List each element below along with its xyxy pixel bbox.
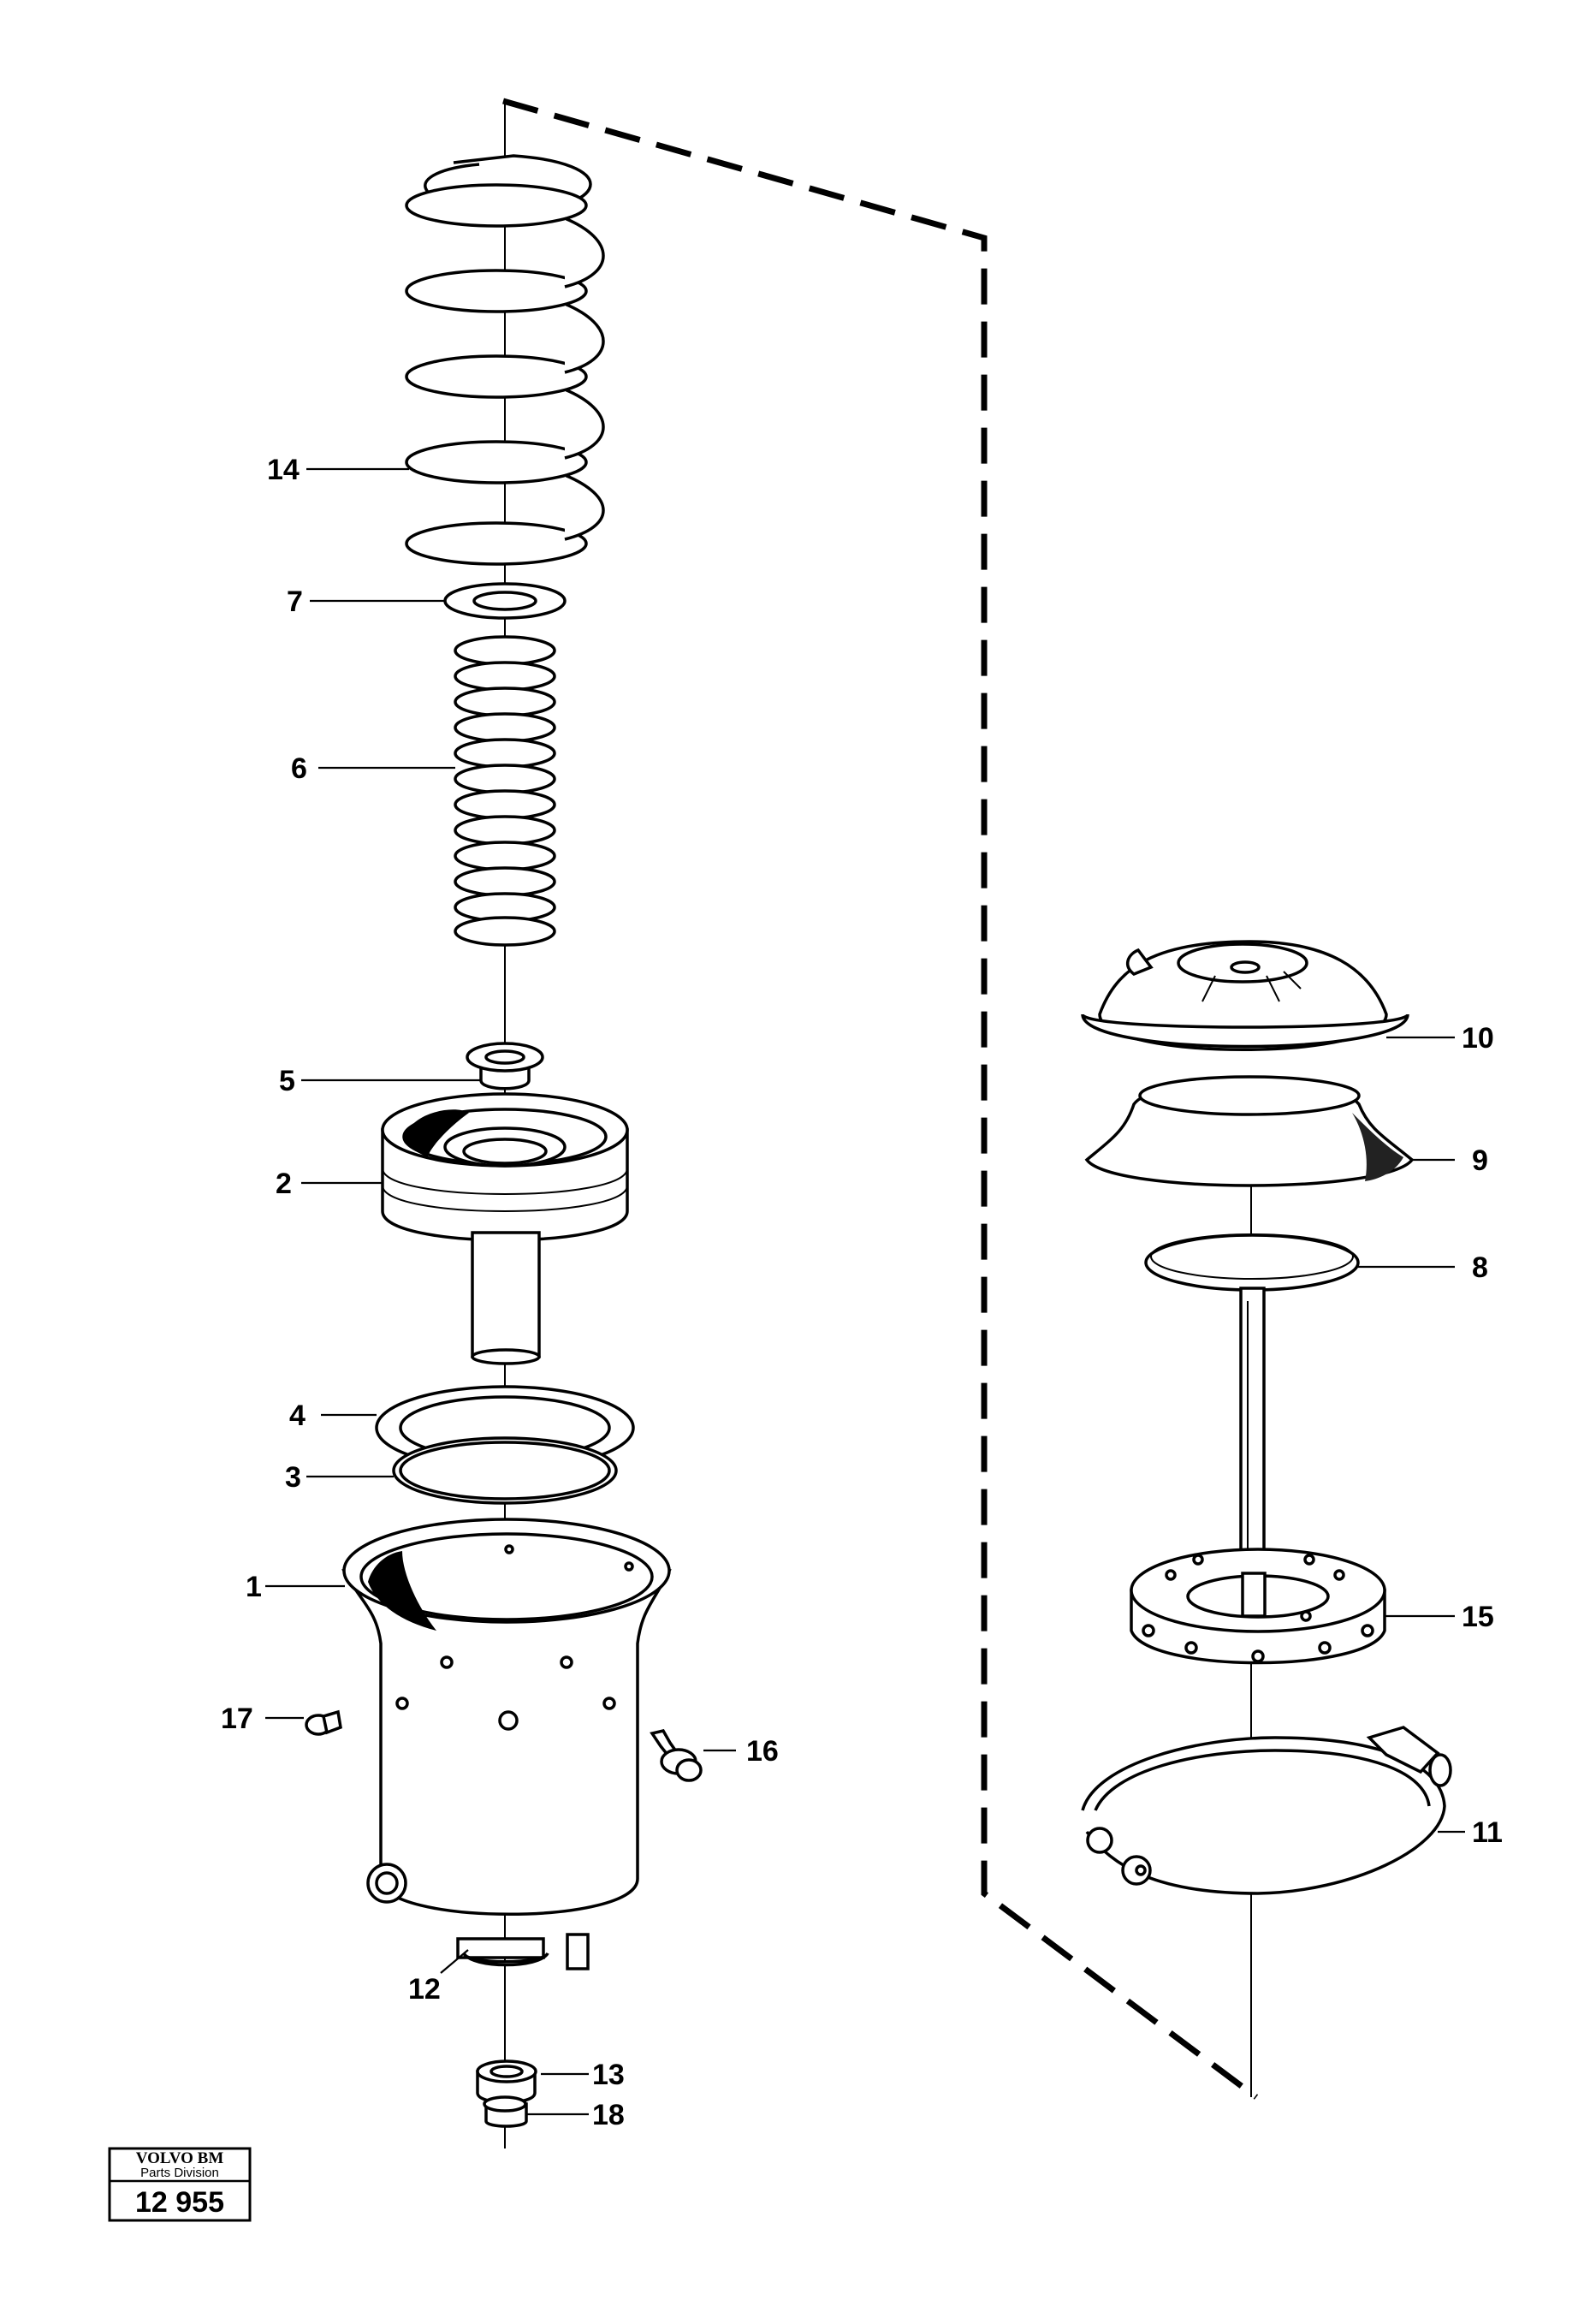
diaphragm [1084,1075,1415,1187]
label-9: 9 [1472,1144,1488,1177]
seal-bushing [466,1042,544,1091]
label-16: 16 [746,1735,779,1768]
screw-plug-17 [305,1709,342,1736]
parts-division-stamp: VOLVO BM Parts Division 12 955 [108,2147,252,2222]
label-4: 4 [289,1400,306,1432]
label-2: 2 [276,1168,292,1200]
label-13: 13 [592,2059,625,2091]
plate [1144,1233,1360,1292]
label-14: 14 [267,454,300,486]
bleed-nipple-16 [650,1729,703,1782]
stamp-brand: VOLVO BM [136,2149,224,2167]
o-ring [392,1436,618,1505]
piston [381,1092,629,1365]
label-11: 11 [1472,1816,1503,1849]
label-1: 1 [246,1571,262,1603]
label-6: 6 [291,752,307,785]
label-12: 12 [408,1973,441,2006]
bolt-bottom [483,2095,528,2128]
label-15: 15 [1462,1601,1494,1633]
coil-spring-small [454,635,556,947]
label-3: 3 [285,1461,301,1494]
leader-lines [265,467,1465,2116]
coil-spring-large [405,154,605,566]
lock-ring [462,1952,549,1967]
label-8: 8 [1472,1251,1488,1284]
flange [1130,1548,1386,1665]
cover [1081,940,1409,1051]
stamp-division: Parts Division [140,2166,219,2180]
stamp-number: 12 955 [135,2186,224,2219]
label-17: 17 [221,1703,253,1735]
washer [443,582,567,620]
label-18: 18 [592,2099,625,2131]
clamp-band [1081,1726,1452,1895]
cylinder [341,1518,672,1970]
label-10: 10 [1462,1022,1494,1055]
label-5: 5 [279,1065,295,1097]
label-7: 7 [287,585,303,618]
assembly-dashed-line [502,98,1259,2100]
